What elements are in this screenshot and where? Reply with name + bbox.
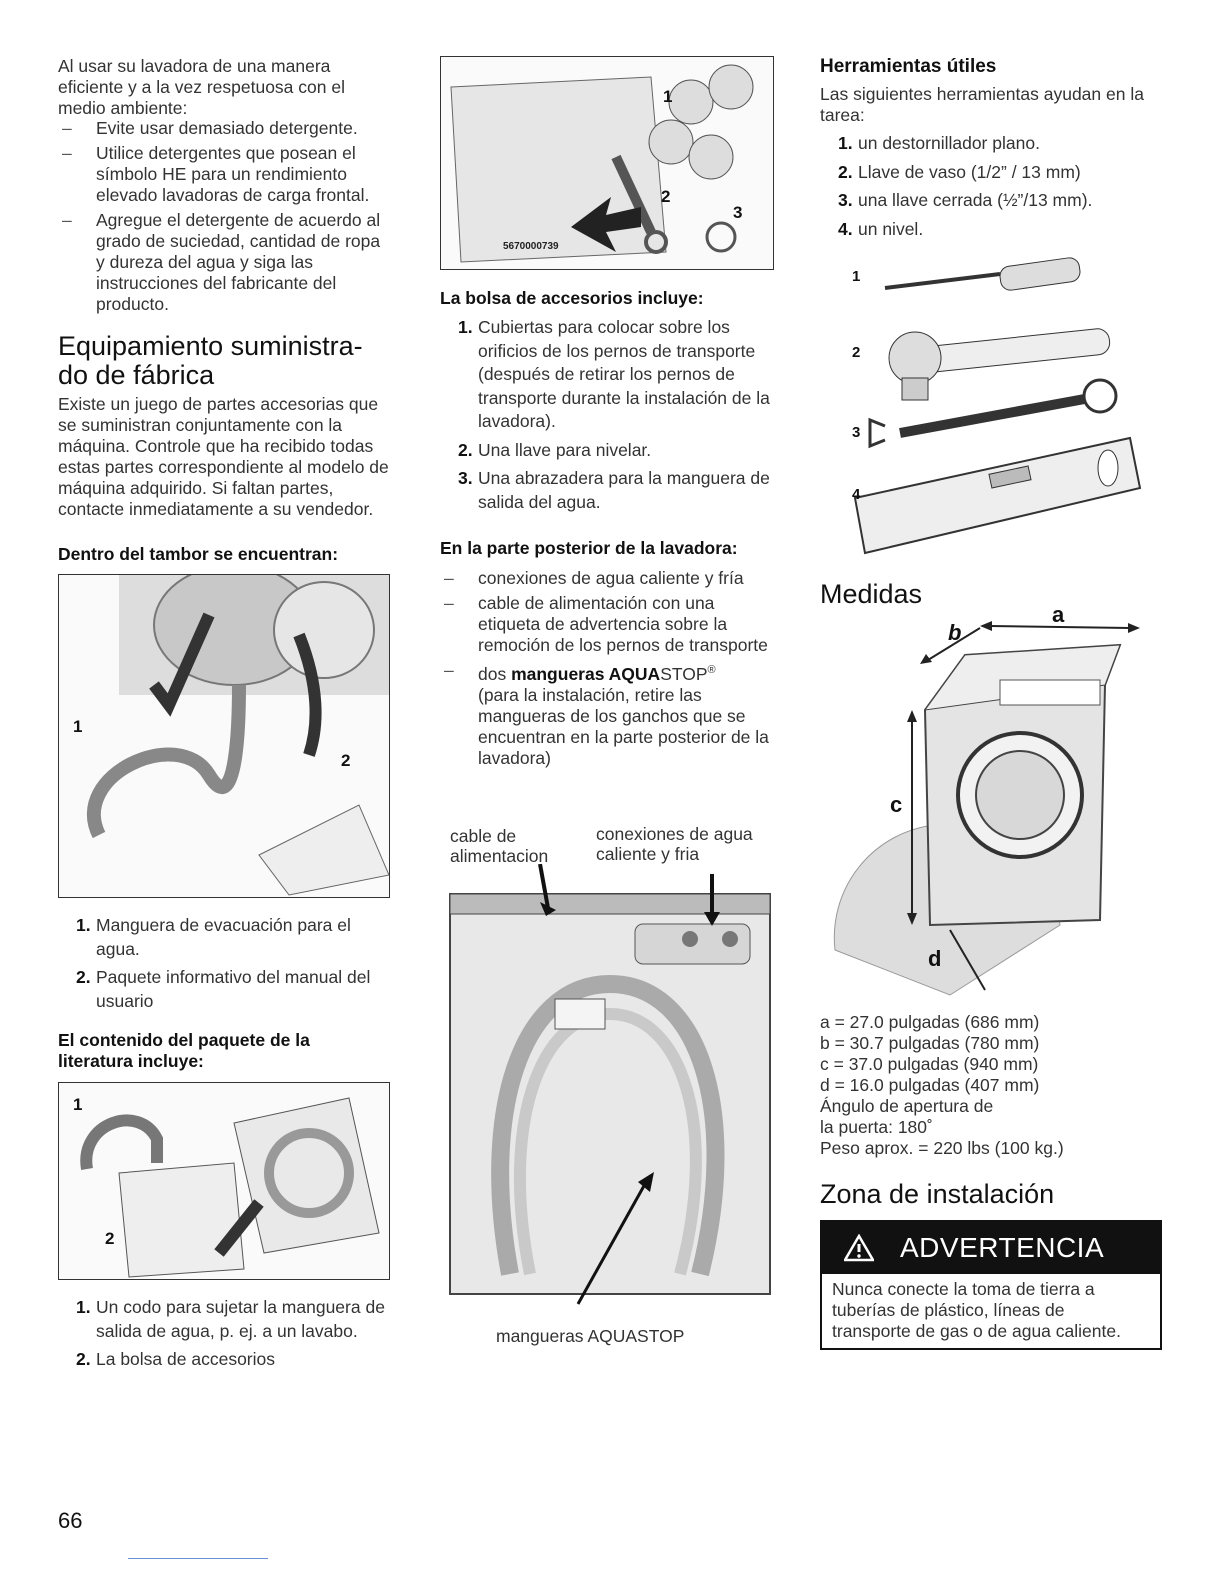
rear-item: cable de alimentación con una etiqueta d… [440,593,775,656]
tool-item: 3.una llave cerrada (½”/13 mm). [838,190,1093,210]
dimensions-illustration [833,621,1140,996]
tool-label-1: 1 [852,268,861,285]
bag-label-2: 2 [661,187,671,206]
bag-heading: La bolsa de accesorios incluye: [440,288,704,308]
bag-code: 5670000739 [503,241,559,252]
label-hoses: mangueras AQUASTOP [496,1326,685,1346]
literature-illustration [80,1097,380,1278]
bag-label-1: 1 [663,87,673,106]
warning-text: Nunca conecte la toma de tierra a tuberí… [832,1279,1121,1341]
literature-heading: El contenido del paquete de la literatur… [58,1030,310,1071]
equipment-heading-line1: Equipamiento suministra- [58,331,363,361]
measure-line: Peso aprox. = 220 lbs (100 kg.) [820,1138,1064,1158]
literature-label-2: 2 [105,1229,115,1248]
tool-item: 1.un destornillador plano. [838,133,1040,153]
measure-line: a = 27.0 pulgadas (686 mm) [820,1012,1040,1032]
bag-label-3: 3 [733,203,743,222]
rear-heading: En la parte posterior de la lavadora: [440,538,738,558]
footer-rule [128,1558,268,1559]
warning-title: ADVERTENCIA [900,1232,1105,1263]
measures-list: a = 27.0 pulgadas (686 mm) b = 30.7 pulg… [820,1012,1160,1159]
tools-figure: 1 2 3 4 [840,248,1150,560]
intro-text: Al usar su lavadora de una manera eficie… [58,56,345,118]
tools-section: Herramientas útiles Las siguientes herra… [820,56,1165,246]
drum-contents-figure: 1 2 [58,564,390,898]
drum-items: 1.Manguera de evacuación para el agua. 2… [58,914,393,1018]
tool-item: 2.Llave de vaso (1/2” / 13 mm) [838,161,1081,182]
rear-items: conexiones de agua caliente y fría cable… [440,568,775,769]
bag-item: 3.Una abrazadera para la manguera de sal… [458,468,770,512]
measure-line: la puerta: 180˚ [820,1117,933,1137]
literature-figure: 1 2 [58,1082,390,1280]
drum-heading: Dentro del tambor se encuentran: [58,544,339,564]
bag-item: 2.Una llave para nivelar. [458,439,652,460]
measure-line: d = 16.0 pulgadas (407 mm) [820,1075,1040,1095]
drum-label-1: 1 [73,717,83,736]
bag-item: 1.Cubiertas para colocar sobre los orifi… [458,317,770,431]
dim-label-b: b [948,620,962,645]
dimensions-figure: a b c d [820,600,1140,1000]
dim-label-c: c [890,792,903,817]
accessory-bag-figure: 5670000739 1 2 3 [440,56,774,270]
tips-list: Evite usar demasiado detergente. Utilice… [58,118,393,315]
tool-label-2: 2 [852,344,861,361]
tip-item: Evite usar demasiado detergente. [58,118,393,139]
warning-header: ADVERTENCIA [822,1222,1160,1274]
accessory-bag-illustration [450,64,754,263]
warning-icon [842,1233,876,1262]
measure-line: Ángulo de apertura de [820,1096,994,1116]
dim-label-a: a [1052,602,1065,627]
bag-items: 1.Cubiertas para colocar sobre los orifi… [440,316,775,519]
literature-items: 1.Un codo para sujetar la manguera de sa… [58,1296,393,1377]
rear-machine-illustration [449,863,771,1305]
drum-label-2: 2 [341,751,351,770]
tool-label-3: 3 [852,424,861,441]
drum-item: 1.Manguera de evacuación para el agua. [76,915,351,959]
tool-item: 4.un nivel. [838,218,924,239]
literature-item: 2.La bolsa de accesorios [76,1349,275,1369]
tool-label-4: 4 [852,486,861,503]
drum-illustration [86,564,390,896]
dim-label-d: d [928,946,942,971]
page-number: 66 [58,1508,83,1533]
warning-box: ADVERTENCIA Nunca conecte la toma de tie… [820,1220,1162,1350]
literature-item: 1.Un codo para sujetar la manguera de sa… [76,1297,385,1341]
installation-heading: Zona de instalación [820,1179,1055,1209]
measures-heading: Medidas [820,579,923,609]
rear-item: conexiones de agua caliente y fría [440,568,775,589]
tools-intro: Las siguientes herramientas ayudan en la… [820,84,1144,125]
tip-item: Agregue el detergente de acuerdo al grad… [58,210,393,315]
drum-item: 2.Paquete informativo del manual del usu… [76,967,371,1011]
tools-heading: Herramientas útiles [820,56,997,77]
rear-item: dos mangueras AQUASTOP® (para la instala… [440,660,775,769]
rear-machine-figure [440,863,776,1310]
literature-label-1: 1 [73,1095,83,1114]
tools-illustration [853,257,1142,555]
equipment-heading: Equipamiento suministra- do de fábrica [58,332,398,390]
equipment-text: Existe un juego de partes accesorias que… [58,394,389,519]
measure-line: c = 37.0 pulgadas (940 mm) [820,1054,1039,1074]
tip-item: Utilice detergentes que posean el símbol… [58,143,393,206]
measure-line: b = 30.7 pulgadas (780 mm) [820,1033,1040,1053]
equipment-heading-line2: do de fábrica [58,360,215,390]
